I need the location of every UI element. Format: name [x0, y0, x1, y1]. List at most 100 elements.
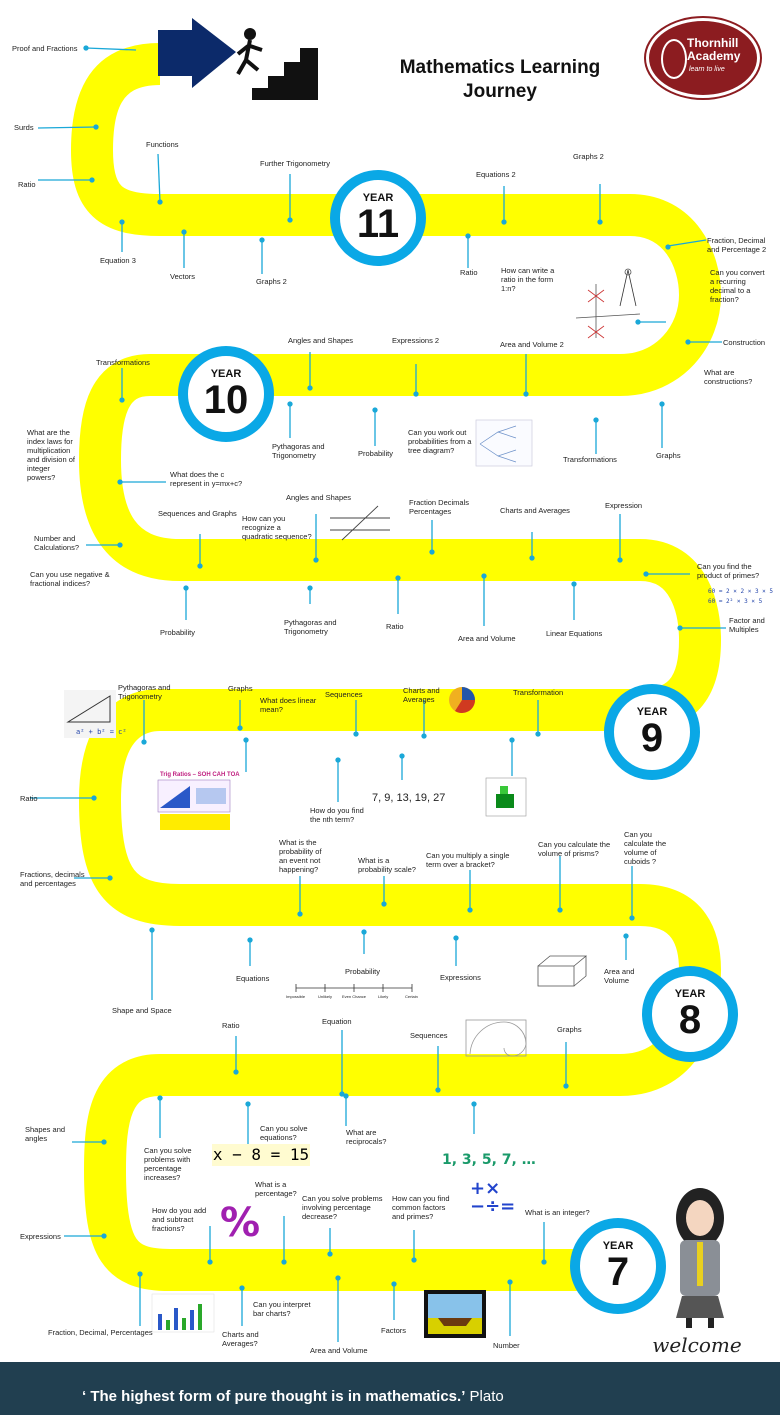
topic-label: Can you work out probabilities from a tr…: [408, 428, 472, 455]
topic-label: Graphs 2: [573, 152, 604, 161]
scale-label: Even Chance: [342, 994, 367, 999]
topic-label: Probability: [160, 628, 196, 637]
year-10-badge: YEAR 10: [178, 346, 274, 442]
arrow-icon: [158, 18, 236, 88]
topic-label: Fraction, Decimal and Percentage 2: [707, 236, 767, 254]
topic-label: Area and Volume: [310, 1346, 368, 1355]
topic-label: Probability: [345, 967, 381, 976]
topic-label: Can you multiply a single term over a br…: [426, 851, 510, 869]
topic-label: Equations: [236, 974, 270, 983]
topic-label: Probability: [358, 449, 394, 458]
logo-name: Thornhill Academy: [687, 36, 741, 63]
topic-label: Expressions 2: [392, 336, 440, 345]
quote-author: Plato: [469, 1388, 504, 1405]
topic-label: Shapes and angles: [25, 1125, 66, 1143]
right-triangle-diagram: [64, 690, 116, 738]
topic-label: What are reciprocals?: [346, 1128, 387, 1146]
ship-picture: [424, 1290, 486, 1338]
scale-label: Unlikely: [318, 994, 333, 999]
topic-label: How do you find the nth term?: [310, 806, 364, 824]
topic-label: Ratio: [222, 1021, 240, 1030]
construction-diagram: [575, 268, 641, 339]
academy-logo: Thornhill Academy learn to live: [646, 18, 760, 98]
transformation-grid: [485, 777, 527, 817]
topic-label: What is a probability scale?: [358, 856, 416, 874]
topic-label: Further Trigonometry: [260, 159, 331, 168]
pythagoras-formula: a² + b² = c²: [76, 728, 127, 736]
operations-icon: +×−÷=: [470, 1178, 516, 1217]
topic-label: Can you solve problems involving percent…: [302, 1194, 383, 1221]
topic-label: Equation 3: [100, 256, 136, 265]
topic-label: What are constructions?: [704, 368, 753, 386]
trig-card-title: Trig Ratios – SOH CAH TOA: [160, 772, 240, 778]
topic-label: Factor and Multiples: [729, 616, 765, 634]
topic-label: Can you calculate the volume of cuboids …: [624, 830, 667, 866]
pie-chart-icon: [449, 687, 476, 714]
question-banner: Where are areas of surplus and deficit l…: [142, 662, 561, 681]
topic-label: How can you find common factors and prim…: [392, 1194, 450, 1221]
topic-label: What is the probability of an event not …: [279, 838, 322, 874]
topic-label: Factors: [381, 1326, 407, 1335]
quote-text: ‘ The highest form of pure thought is in…: [82, 1388, 466, 1405]
topic-label: Graphs: [228, 684, 253, 693]
topic-label: Graphs 2: [256, 277, 287, 286]
topic-label: Fraction, Decimal, Percentages: [48, 1328, 153, 1337]
topic-label: Charts and Averages: [403, 686, 440, 704]
odd-number-sequence: 1, 3, 5, 7, …: [442, 1152, 536, 1168]
topic-label: Expression: [605, 501, 643, 510]
topic-label: Transformations: [563, 455, 617, 464]
topic-label: Equations 2: [476, 170, 516, 179]
footer-quote: ‘ The highest form of pure thought is in…: [82, 1388, 504, 1405]
topic-label: Linear Equations: [546, 629, 603, 638]
topic-label: Construction: [723, 338, 766, 347]
topic-label: Can you convert a recurring decimal to a…: [710, 268, 765, 304]
topic-label: Ratio: [386, 622, 404, 631]
percent-icon: %: [220, 1200, 261, 1246]
topic-label: Transformation: [513, 688, 564, 697]
parallel-lines-diagram: [330, 505, 390, 541]
topic-label: Number and Calculations?: [34, 534, 80, 552]
welcome-sign: welcome: [640, 1328, 754, 1362]
journey-road: [30, 18, 726, 1342]
stairs-icon: [236, 28, 318, 100]
topic-label: How can write a ratio in the form 1:n?: [501, 266, 555, 293]
topic-label: Angles and Shapes: [288, 336, 354, 345]
topic-label: Can you find the product of primes?: [697, 562, 760, 580]
student-illustration: [676, 1188, 724, 1334]
topic-label: Fractions, decimals and percentages: [20, 870, 85, 888]
page-title: Mathematics Learning Journey: [399, 57, 601, 102]
scale-label: Impossible: [286, 994, 306, 999]
equation-card: x − 8 = 15: [212, 1144, 310, 1166]
topic-label: What is an integer?: [525, 1208, 590, 1217]
topic-label: Surds: [14, 123, 34, 132]
topic-label: What are the index laws for multiplicati…: [27, 428, 75, 482]
topic-label: Equation: [322, 1017, 352, 1026]
bar-chart-icon: [151, 1293, 215, 1333]
topic-label: Vectors: [170, 272, 196, 281]
topic-label: Expressions: [440, 973, 481, 982]
topic-label: Ratio: [460, 268, 478, 277]
year-8-badge: YEAR 8: [642, 966, 738, 1062]
cuboid-diagram: [537, 955, 588, 987]
topic-label: Ratio: [20, 794, 38, 803]
topic-label: Can you solve equations?: [260, 1124, 308, 1142]
topic-label: Pythagoras and Trigonometry: [118, 683, 171, 701]
topic-label: What does the c represent in y=mx+c?: [170, 470, 243, 488]
topic-label: Can you use negative & fractional indice…: [30, 570, 110, 588]
topic-label: Fraction Decimals Percentages: [409, 498, 470, 516]
year-11-badge: YEAR 11: [330, 170, 426, 266]
topic-label: What is a percentage?: [255, 1180, 297, 1198]
year-7-badge: YEAR 7: [570, 1218, 666, 1314]
topic-label: Number: [493, 1341, 520, 1350]
connectors: [30, 45, 726, 1342]
trig-card: [157, 779, 231, 830]
prime-factors-line-2: 60 = 2² × 3 × 5: [708, 598, 763, 605]
topic-label: Expressions: [20, 1232, 61, 1241]
prime-factors-line-1: 60 = 2 × 2 × 3 × 5: [708, 588, 774, 595]
topic-label: Charts and Averages: [500, 506, 570, 515]
topic-label: Graphs: [557, 1025, 582, 1034]
probability-scale: [295, 984, 413, 992]
topic-label: Functions: [146, 140, 179, 149]
road-path: [71, 43, 721, 1291]
topic-label: Ratio: [18, 180, 36, 189]
